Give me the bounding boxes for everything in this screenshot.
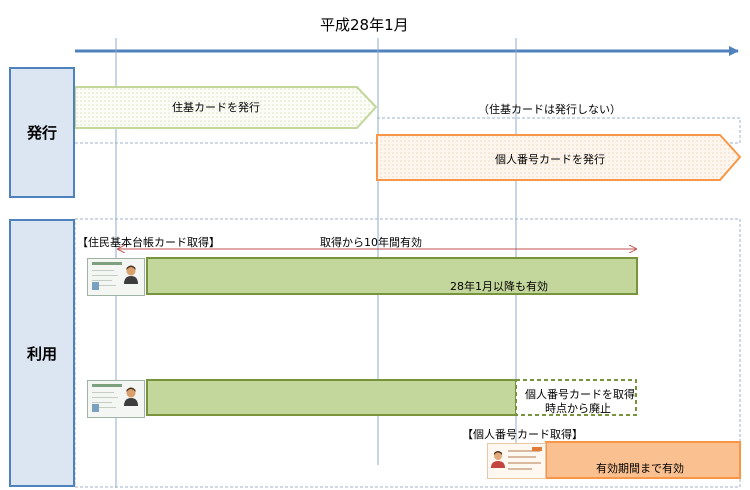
mynumber-card-image: [487, 443, 546, 479]
mynumber-acquired-header: 【個人番号カード取得】: [462, 428, 583, 441]
juki-card-image: [87, 380, 145, 418]
mynumber-issue-arrow: [376, 134, 742, 181]
juki-acquired-header: 【住民基本台帳カード取得】: [77, 236, 220, 249]
portrait-icon: [124, 265, 138, 284]
valid-10-years-text: 取得から10年間有効: [320, 236, 422, 249]
portrait-icon: [124, 387, 138, 406]
portrait-icon: [491, 451, 505, 468]
juki-issue-arrow: [74, 86, 378, 129]
issue-row-label: 発行: [9, 67, 75, 198]
abolish-text-line2: 時点から廃止: [545, 402, 611, 415]
abolish-dashed-box: [515, 379, 637, 416]
abolish-text-line1: 個人番号カードを取得: [525, 388, 635, 401]
juki-issue-text: 住基カードを発行: [172, 101, 260, 114]
mynumber-valid-bar: [545, 441, 741, 479]
valid-after-jan28-text: 28年1月以降も有効: [450, 280, 548, 293]
valid-until-expiry-text: 有効期間まで有効: [596, 462, 684, 475]
juki-until-abolish-bar: [146, 379, 517, 416]
mynumber-issue-text: 個人番号カードを発行: [495, 153, 605, 166]
use-row-label: 利用: [9, 219, 75, 487]
timeline-label: 平成28年1月: [320, 16, 409, 34]
juki-card-image: [87, 258, 145, 296]
juki-valid-bar: [146, 257, 638, 295]
use-dashed-frame: [74, 218, 741, 488]
juki-not-issued-text: （住基カードは発行しない）: [478, 103, 621, 116]
